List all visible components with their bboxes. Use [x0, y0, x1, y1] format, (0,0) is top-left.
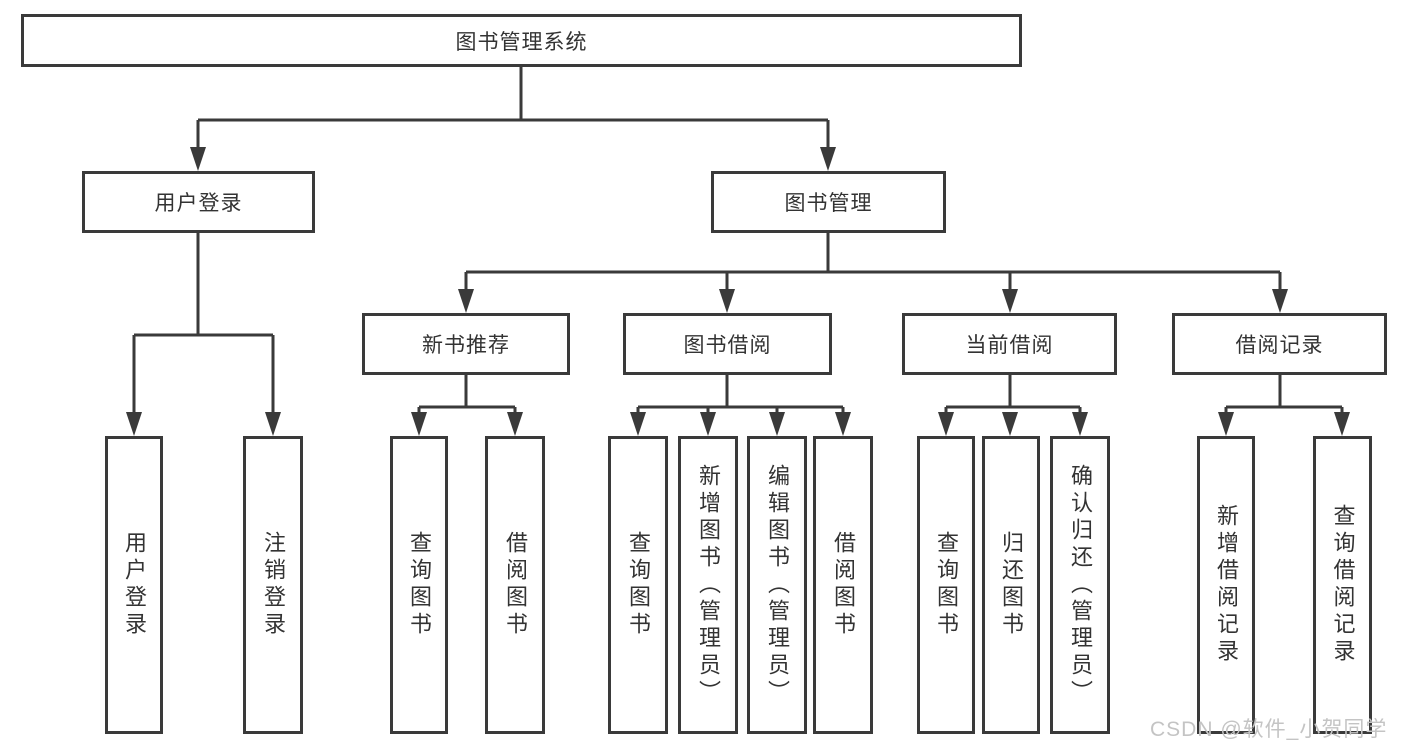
- leaf-query-books-1-label: 查询图书: [407, 531, 432, 639]
- leaf-user-login: 用户登录: [105, 436, 163, 734]
- leaf-add-books-admin-label: 新增图书（管理员）: [696, 463, 721, 707]
- node-library-system-label: 图书管理系统: [455, 30, 588, 54]
- node-book-borrow: 图书借阅: [623, 313, 832, 375]
- leaf-edit-books-admin: 编辑图书（管理员）: [747, 436, 807, 734]
- node-library-system: 图书管理系统: [21, 14, 1022, 67]
- node-new-book-recommend-label: 新书推荐: [422, 334, 510, 357]
- node-current-borrow-label: 当前借阅: [965, 334, 1054, 357]
- node-borrow-records: 借阅记录: [1172, 313, 1387, 375]
- leaf-return-books: 归还图书: [982, 436, 1040, 734]
- leaf-borrow-books-2-label: 借阅图书: [831, 531, 856, 639]
- node-book-borrow-label: 图书借阅: [683, 334, 772, 357]
- leaf-return-books-label: 归还图书: [999, 531, 1024, 639]
- leaf-query-books-3-label: 查询图书: [934, 531, 959, 639]
- node-book-management-label: 图书管理: [784, 192, 873, 215]
- leaf-user-login-label: 用户登录: [122, 531, 147, 639]
- leaf-query-books-1: 查询图书: [390, 436, 448, 734]
- leaf-add-borrow-record: 新增借阅记录: [1197, 436, 1255, 734]
- leaf-query-books-2-label: 查询图书: [626, 531, 651, 639]
- node-new-book-recommend: 新书推荐: [362, 313, 570, 375]
- leaf-add-books-admin: 新增图书（管理员）: [678, 436, 738, 734]
- leaf-logout-label: 注销登录: [261, 531, 286, 639]
- node-user-login: 用户登录: [82, 171, 315, 233]
- leaf-borrow-books-1-label: 借阅图书: [503, 531, 528, 639]
- leaf-query-borrow-record-label: 查询借阅记录: [1330, 504, 1356, 666]
- leaf-logout: 注销登录: [243, 436, 303, 734]
- leaf-borrow-books-2: 借阅图书: [813, 436, 873, 734]
- node-book-management: 图书管理: [711, 171, 946, 233]
- node-user-login-label: 用户登录: [154, 192, 243, 215]
- leaf-query-books-2: 查询图书: [608, 436, 668, 734]
- leaf-query-borrow-record: 查询借阅记录: [1313, 436, 1372, 734]
- csdn-watermark: CSDN @软件_小贺同学: [1150, 718, 1388, 741]
- leaf-borrow-books-1: 借阅图书: [485, 436, 545, 734]
- arrowheads: [126, 147, 1350, 436]
- leaf-confirm-return-admin-label: 确认归还（管理员）: [1068, 463, 1093, 707]
- leaf-query-books-3: 查询图书: [917, 436, 975, 734]
- node-current-borrow: 当前借阅: [902, 313, 1117, 375]
- node-borrow-records-label: 借阅记录: [1235, 334, 1324, 357]
- leaf-confirm-return-admin: 确认归还（管理员）: [1050, 436, 1110, 734]
- leaf-edit-books-admin-label: 编辑图书（管理员）: [765, 463, 790, 707]
- leaf-add-borrow-record-label: 新增借阅记录: [1214, 504, 1239, 666]
